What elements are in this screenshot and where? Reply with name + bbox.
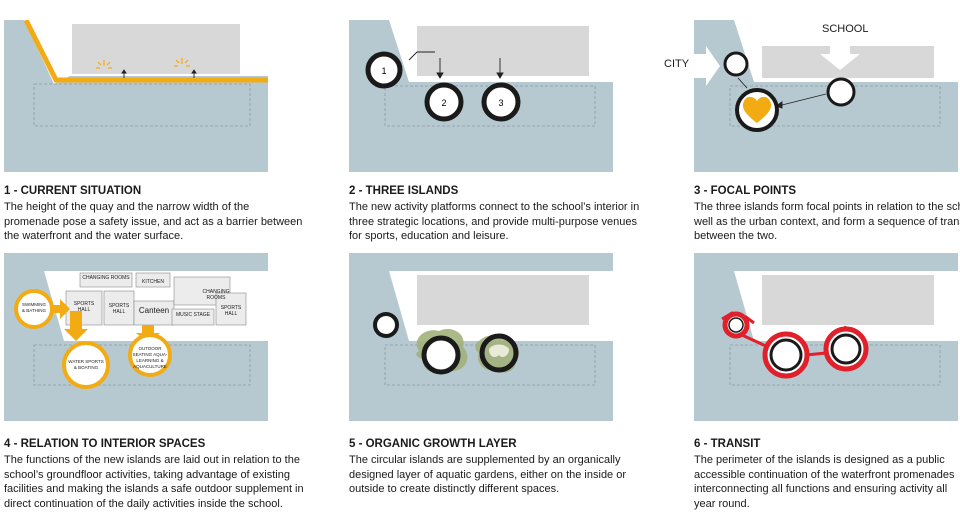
caption-5: 5 - ORGANIC GROWTH LAYER The circular is… — [349, 437, 649, 497]
island-1 — [722, 311, 750, 339]
organic-growth-diagram — [349, 253, 613, 421]
school-building — [417, 275, 589, 325]
current-situation-diagram — [4, 20, 268, 172]
room-label: CHANGING ROOMS — [202, 289, 230, 301]
panel-title: 2 - THREE ISLANDS — [349, 185, 459, 197]
panel-description: The perimeter of the islands is designed… — [694, 454, 955, 510]
school-arrow-icon — [820, 32, 860, 70]
room-label: Canteen — [138, 306, 170, 315]
island-1: 1 — [365, 51, 403, 89]
panel-focal-points: CITY SCHOOL — [664, 20, 958, 172]
caption-2: 2 - THREE ISLANDS The new activity platf… — [349, 184, 649, 258]
panel-current-situation — [4, 20, 268, 172]
island-label: WATER SPORTS & BOATING — [68, 359, 104, 370]
school-building — [417, 26, 589, 76]
svg-text:1: 1 — [381, 66, 386, 76]
caption-6: 6 - TRANSIT The perimeter of the islands… — [694, 437, 958, 511]
panel-description: The new activity platforms connect to th… — [349, 201, 640, 242]
room-label: CHANGING ROOMS — [82, 275, 130, 281]
panel-title: 4 - RELATION TO INTERIOR SPACES — [4, 438, 206, 450]
caption-3: 3 - FOCAL POINTS The three islands form … — [694, 184, 960, 244]
panel-organic-growth — [349, 253, 613, 421]
room-label: MUSIC STAGE — [175, 312, 211, 318]
height-arrow-icon — [121, 69, 197, 78]
panel-description: The height of the quay and the narrow wi… — [4, 201, 303, 242]
interior-spaces-diagram — [4, 253, 268, 421]
panel-interior-spaces: CHANGING ROOMS KITCHEN SPORTS HALL SPORT… — [4, 253, 268, 421]
panel-title: 6 - TRANSIT — [694, 438, 761, 450]
caption-4: 4 - RELATION TO INTERIOR SPACES The func… — [4, 437, 304, 511]
island-label: SWIMMING & BATHING — [22, 302, 46, 313]
connection-arrow-icon — [408, 51, 504, 79]
hazard-icon — [96, 58, 190, 69]
school-building — [762, 275, 934, 325]
panel-title: 1 - CURRENT SITUATION — [4, 185, 142, 197]
island-3: 3 — [481, 82, 521, 122]
relation-arrow-icon — [737, 77, 827, 109]
school-focal-point — [826, 77, 856, 107]
panel-transit — [694, 253, 958, 421]
svg-text:2: 2 — [441, 98, 446, 108]
island-2: 2 — [424, 82, 464, 122]
city-label: CITY — [664, 58, 690, 70]
focal-points-diagram — [694, 20, 958, 172]
room-label: SPORTS HALL — [220, 305, 242, 317]
inner-garden — [489, 344, 509, 357]
quay-line — [23, 20, 268, 83]
room-label: SPORTS HALL — [108, 303, 130, 315]
island-2 — [421, 335, 461, 375]
school-building — [72, 24, 240, 74]
room-label: KITCHEN — [142, 279, 164, 285]
island-outdoor — [128, 333, 172, 377]
svg-text:3: 3 — [498, 98, 503, 108]
panel-description: The functions of the new islands are lai… — [4, 454, 304, 510]
panel-description: The circular islands are supplemented by… — [349, 454, 627, 495]
island-1 — [373, 312, 399, 338]
panel-description: The three islands form focal points in r… — [694, 201, 960, 242]
island-3 — [479, 333, 519, 373]
three-islands-diagram: 1 2 3 — [349, 20, 613, 172]
city-arrow-icon — [694, 46, 720, 86]
panel-three-islands: 1 2 3 — [349, 20, 613, 172]
island-label: OUTDOOR SEATING AQUA-LEARNING & AQUACULT… — [132, 346, 168, 369]
island-swimming — [14, 289, 54, 329]
transit-diagram — [694, 253, 958, 421]
panel-title: 3 - FOCAL POINTS — [694, 185, 797, 197]
room-label: SPORTS HALL — [73, 301, 95, 313]
panel-title: 5 - ORGANIC GROWTH LAYER — [349, 438, 517, 450]
island-water-sports — [62, 341, 110, 389]
caption-1: 1 - CURRENT SITUATION The height of the … — [4, 184, 304, 244]
city-focal-point — [723, 51, 749, 77]
school-label: SCHOOL — [822, 23, 869, 35]
heart-icon — [742, 96, 772, 123]
